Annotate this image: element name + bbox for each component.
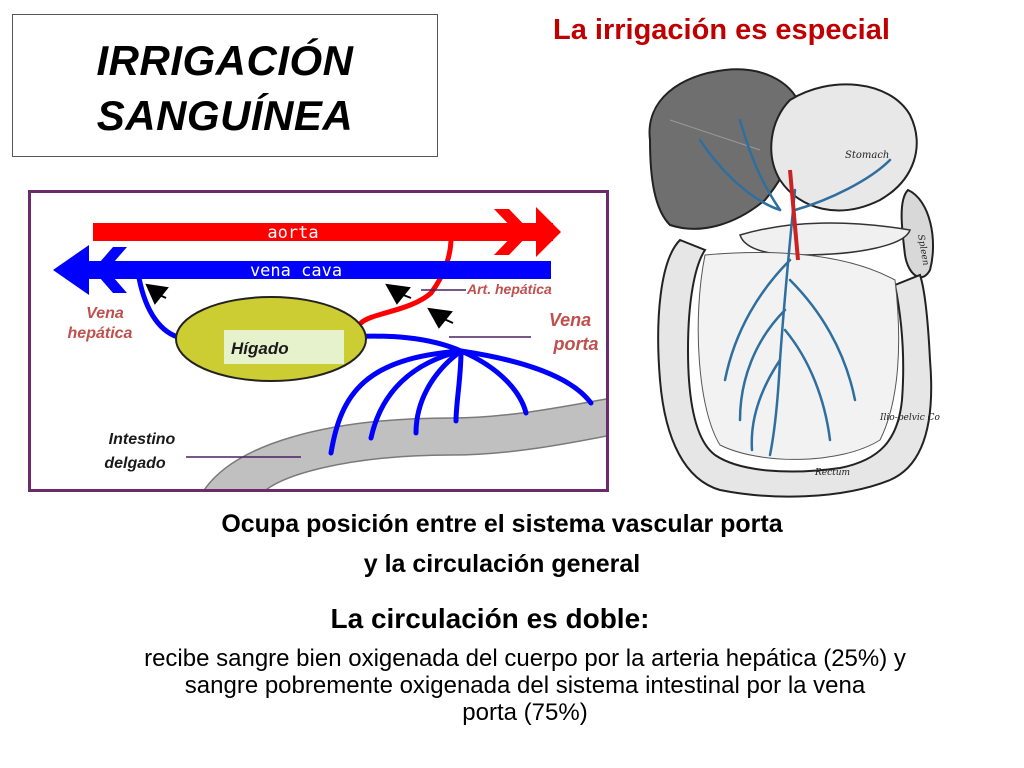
vena-cava-label: vena cava — [250, 261, 342, 281]
vena-cava-arrow — [53, 245, 551, 295]
intestino-label: Intestino delgado — [92, 428, 192, 476]
aorta-label: aorta — [267, 223, 318, 243]
vena-hepatica-line-1: Vena — [86, 305, 124, 322]
art-hepatica-label: Art. hepática — [467, 281, 552, 297]
body-line-3: porta (75%) — [462, 699, 588, 726]
vena-porta-label: Vena porta — [535, 308, 605, 357]
body-line-2: sangre pobremente oxigenada del sistema … — [184, 672, 866, 699]
section-heading: La circulación es doble: — [330, 603, 650, 634]
caption-line-1: Ocupa posición entre el sistema vascular… — [221, 510, 783, 538]
vena-porta-line-2: porta — [553, 334, 599, 355]
rectum-label: Rectum — [814, 468, 850, 478]
body-line-1: recibe sangre bien oxigenada del cuerpo … — [144, 645, 906, 672]
circulation-diagram: aorta vena cava Hígado — [28, 190, 609, 492]
mesenteric-vessels — [698, 118, 892, 457]
hepatic-artery — [358, 235, 454, 326]
page-title-line-1: IRRIGACIÓN — [96, 37, 354, 84]
vena-porta-line-1: Vena — [548, 310, 592, 330]
flow-arrow-icons — [145, 283, 454, 329]
intestine-shape — [204, 398, 606, 489]
anatomy-illustration: Stomach Spleen Ilio-pelvic Colon Rectum — [648, 68, 940, 498]
vena-hepatica-label: Vena hepática — [55, 304, 145, 344]
caption-line-2: y la circulación general — [363, 550, 641, 578]
intestino-line-1: Intestino — [108, 431, 176, 448]
higado-label: Hígado — [231, 339, 289, 358]
title-box: IRRIGACIÓN SANGUÍNEA — [12, 14, 438, 157]
colon-label: Ilio-pelvic Colon — [879, 413, 940, 423]
subtitle: La irrigación es especial — [553, 14, 890, 46]
vena-hepatica-line-2: hepática — [67, 325, 133, 342]
higado-label-box — [224, 330, 344, 364]
hepatic-vein — [136, 275, 184, 341]
aorta-arrow — [93, 207, 561, 257]
diagram-svg: aorta vena cava — [53, 207, 606, 489]
stomach-label: Stomach — [845, 150, 889, 161]
intestino-line-2: delgado — [104, 455, 166, 472]
stomach-illustration — [770, 83, 918, 212]
page-title-line-2: SANGUÍNEA — [96, 92, 354, 139]
colon-illustration — [657, 238, 933, 498]
